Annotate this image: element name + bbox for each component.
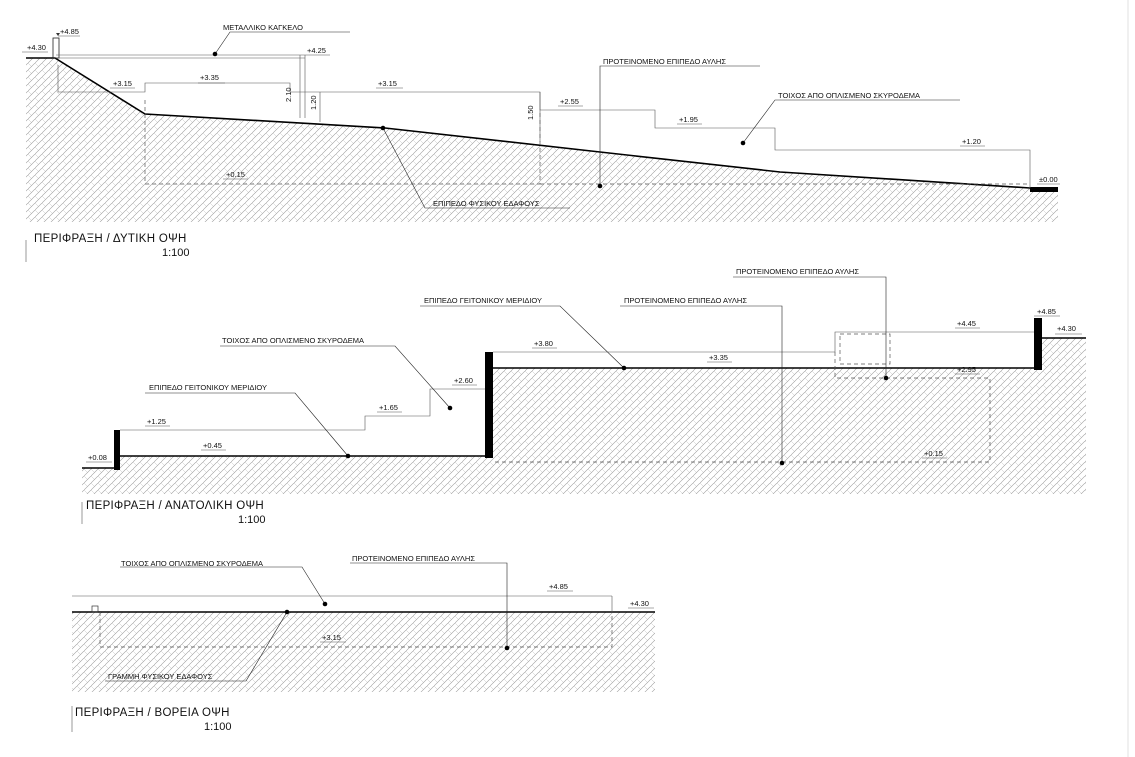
level-mark: +4.25 bbox=[307, 46, 326, 55]
level-mark: +0.15 bbox=[924, 449, 943, 458]
leader-dot bbox=[883, 375, 889, 381]
north-foundation bbox=[99, 612, 613, 648]
level-mark: +0.08 bbox=[88, 453, 107, 462]
label-natural-ground: ΕΠΙΠΕΔΟ ΦΥΣΙΚΟΥ ΕΔΑΦΟΥΣ bbox=[433, 199, 540, 208]
dim-1-50: 1.50 bbox=[526, 105, 535, 120]
label-wall: ΤΟΙΧΟΣ ΑΠΟ ΟΠΛΙΣΜΕΝΟ ΣΚΥΡΟΔΕΜΑ bbox=[778, 91, 920, 100]
east-wall-3 bbox=[1034, 318, 1042, 370]
label-wall: ΤΟΙΧΟΣ ΑΠΟ ΟΠΛΙΣΜΕΝΟ ΣΚΥΡΟΔΕΜΑ bbox=[222, 336, 364, 345]
label-proposed-top: ΠΡΟΤΕΙΝΟΜΕΝΟ ΕΠΙΠΕΔΟ ΑΥΛΗΣ bbox=[736, 267, 859, 276]
level-mark: +2.60 bbox=[454, 376, 473, 385]
north-post bbox=[91, 605, 99, 613]
north-elevation: ΤΟΙΧΟΣ ΑΠΟ ΟΠΛΙΣΜΕΝΟ ΣΚΥΡΟΔΕΜΑ ΠΡΟΤΕΙΝΟΜ… bbox=[71, 554, 655, 733]
leader-dot bbox=[212, 51, 218, 57]
label-railing: ΜΕΤΑΛΛΙΚΟ ΚΑΓΚΕΛΟ bbox=[223, 23, 303, 32]
leader-dot bbox=[380, 125, 386, 131]
west-foundation bbox=[144, 100, 541, 185]
level-mark: +0.45 bbox=[203, 441, 222, 450]
label-proposed: ΠΡΟΤΕΙΝΟΜΕΝΟ ΕΠΙΠΕΔΟ ΑΥΛΗΣ bbox=[624, 296, 747, 305]
leader-proposed-top bbox=[733, 276, 887, 378]
level-mark: +4.45 bbox=[957, 319, 976, 328]
level-mark: +1.25 bbox=[147, 417, 166, 426]
level-mark: +3.15 bbox=[322, 633, 341, 642]
leader-dot bbox=[504, 645, 510, 651]
leader-proposed bbox=[620, 305, 783, 463]
level-mark: ±0.00 bbox=[1039, 175, 1058, 184]
west-soil-hatch bbox=[26, 58, 1058, 222]
leader-proposed bbox=[599, 65, 760, 186]
level-mark: +4.30 bbox=[1057, 324, 1076, 333]
label-proposed: ΠΡΟΤΕΙΝΟΜΕΝΟ ΕΠΙΠΕΔΟ ΑΥΛΗΣ bbox=[603, 57, 726, 66]
level-mark: +3.35 bbox=[709, 353, 728, 362]
level-mark: +3.80 bbox=[534, 339, 553, 348]
leader-wall bbox=[742, 99, 960, 144]
level-mark: +4.85 bbox=[60, 27, 79, 36]
level-mark: +3.15 bbox=[113, 79, 132, 88]
leader-dot bbox=[284, 609, 290, 615]
leader-dot bbox=[447, 405, 453, 411]
label-neighbor-top: ΕΠΙΠΕΔΟ ΓΕΙΤΟΝΙΚΟΥ ΜΕΡΙΔΙΟΥ bbox=[424, 296, 542, 305]
label-natural-line: ΓΡΑΜΜΗ ΦΥΣΙΚΟΥ ΕΔΑΦΟΥΣ bbox=[108, 672, 213, 681]
west-title: ΠΕΡΙΦΡΑΞΗ / ΔΥΤΙΚΗ ΟΨΗ bbox=[34, 233, 187, 245]
leader-wall bbox=[220, 345, 451, 409]
level-mark: +1.65 bbox=[379, 403, 398, 412]
east-fence-profile-2 bbox=[493, 331, 1034, 353]
leader-natural-line bbox=[105, 611, 288, 682]
label-proposed: ΠΡΟΤΕΙΝΟΜΕΝΟ ΕΠΙΠΕΔΟ ΑΥΛΗΣ bbox=[352, 554, 475, 563]
east-wall-1 bbox=[114, 430, 120, 470]
east-foundation bbox=[493, 352, 991, 463]
dim-2-10: 2.10 bbox=[284, 87, 293, 102]
level-mark: +1.95 bbox=[679, 115, 698, 124]
east-foundation-box bbox=[839, 333, 891, 365]
leader-neighbor bbox=[145, 392, 349, 457]
north-scale: 1:100 bbox=[204, 721, 232, 733]
leader-railing bbox=[214, 31, 350, 55]
level-mark: +0.15 bbox=[226, 170, 245, 179]
leader-dot bbox=[345, 453, 351, 459]
leader-neighbor-top bbox=[420, 305, 625, 369]
level-mark: +4.85 bbox=[549, 582, 568, 591]
label-neighbor: ΕΠΙΠΕΔΟ ΓΕΙΤΟΝΙΚΟΥ ΜΕΡΙΔΙΟΥ bbox=[149, 383, 267, 392]
west-end-cap bbox=[1030, 187, 1058, 192]
east-fence-profile bbox=[120, 388, 485, 431]
east-soil-hatch bbox=[82, 338, 1086, 494]
north-soil-hatch bbox=[72, 612, 655, 692]
leader-natural bbox=[382, 127, 570, 209]
west-elevation: ΜΕΤΑΛΛΙΚΟ ΚΑΓΚΕΛΟ ΠΡΟΤΕΙΝΟΜΕΝΟ ΕΠΙΠΕΔΟ Α… bbox=[22, 23, 1060, 262]
north-title: ΠΕΡΙΦΡΑΞΗ / ΒΟΡΕΙΑ ΟΨΗ bbox=[75, 707, 230, 719]
leader-dot bbox=[597, 183, 603, 189]
east-scale: 1:100 bbox=[238, 514, 266, 526]
level-mark: +1.20 bbox=[962, 137, 981, 146]
level-mark: +2.55 bbox=[560, 97, 579, 106]
leader-wall bbox=[120, 566, 326, 605]
west-level-marks: +4.85 +4.30 +4.25 +3.35 +3.15 +3.15 +2.5… bbox=[22, 27, 1060, 185]
leader-dot bbox=[740, 140, 746, 146]
leader-proposed bbox=[350, 562, 508, 648]
level-mark: +2.95 bbox=[957, 365, 976, 374]
level-mark: +3.35 bbox=[200, 73, 219, 82]
east-title: ΠΕΡΙΦΡΑΞΗ / ΑΝΑΤΟΛΙΚΗ ΟΨΗ bbox=[86, 500, 264, 512]
east-elevation: ΠΡΟΤΕΙΝΟΜΕΝΟ ΕΠΙΠΕΔΟ ΑΥΛΗΣ ΕΠΙΠΕΔΟ ΓΕΙΤΟ… bbox=[81, 267, 1086, 526]
east-wall-2 bbox=[485, 352, 493, 458]
north-level-marks: +4.85 +4.30 +3.15 bbox=[320, 582, 654, 643]
leader-dot bbox=[621, 365, 627, 371]
east-level-marks: +4.85 +4.30 +4.45 +3.80 +3.35 +2.95 +2.6… bbox=[86, 307, 1082, 463]
leader-dot bbox=[779, 460, 785, 466]
dim-1-20: 1.20 bbox=[309, 95, 318, 110]
leader-dot bbox=[322, 601, 328, 607]
level-mark: +4.30 bbox=[27, 43, 46, 52]
level-mark: +4.30 bbox=[630, 599, 649, 608]
level-mark: +4.85 bbox=[1037, 307, 1056, 316]
label-wall: ΤΟΙΧΟΣ ΑΠΟ ΟΠΛΙΣΜΕΝΟ ΣΚΥΡΟΔΕΜΑ bbox=[121, 559, 263, 568]
level-mark: +3.15 bbox=[378, 79, 397, 88]
west-scale: 1:100 bbox=[162, 247, 190, 259]
